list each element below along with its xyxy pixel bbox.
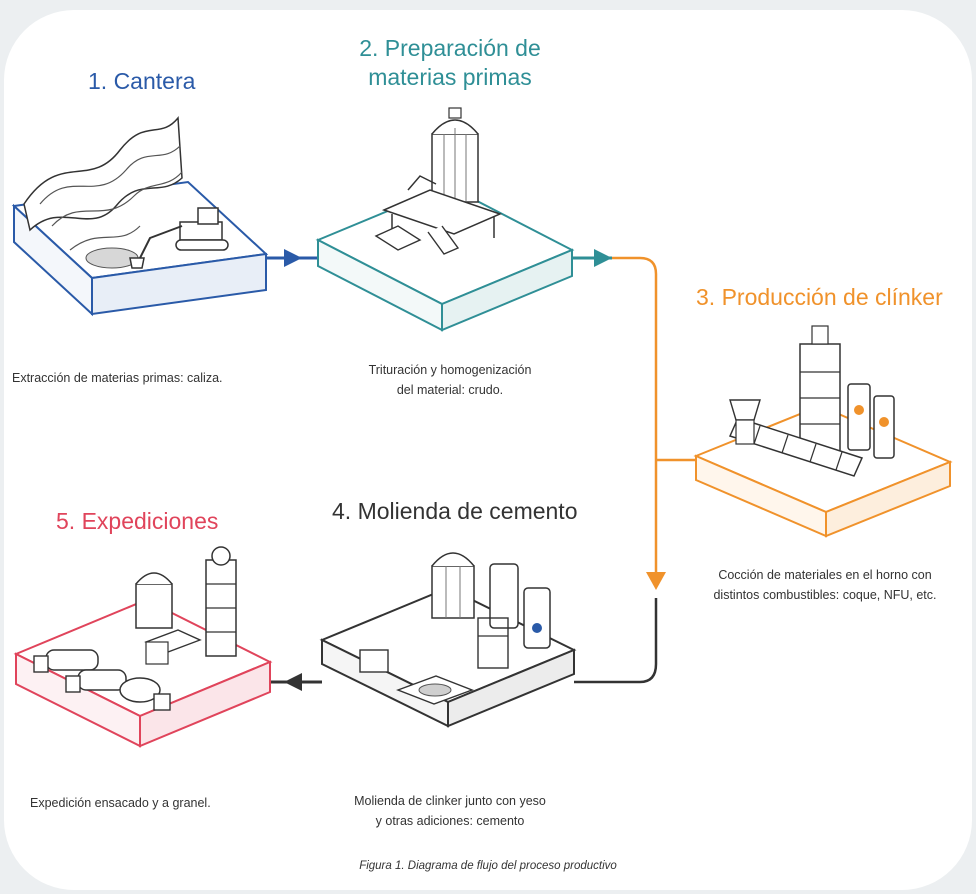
brand-logo-icon <box>879 417 889 427</box>
prep-illustration <box>315 107 575 332</box>
brand-logo-icon <box>532 623 542 633</box>
brand-logo-icon <box>854 405 864 415</box>
arrow-left-icon <box>284 673 302 691</box>
step2-title-line2: materias primas <box>368 64 532 90</box>
connector-prep-to-clinker <box>572 249 700 590</box>
connector-quarry-to-prep <box>265 249 318 267</box>
step3-description-line2: distintos combustibles: coque, NFU, etc. <box>713 588 937 602</box>
connector-grinding-to-shipping <box>262 673 322 691</box>
step4-description-line2: y otras adiciones: cemento <box>375 814 525 828</box>
step2-title-line1: 2. Preparación de <box>359 35 541 61</box>
arrow-right-icon <box>284 249 302 267</box>
step1-title: 1. Cantera <box>88 68 196 94</box>
grinding-illustration <box>319 552 577 728</box>
step3-description-line1: Cocción de materiales en el horno con <box>718 568 932 582</box>
step5-title: 5. Expediciones <box>56 508 219 534</box>
step2-description-line1: Trituración y homogenización <box>368 363 532 377</box>
shipping-illustration <box>13 546 273 748</box>
step4-title: 4. Molienda de cemento <box>332 498 578 524</box>
step2-description-line2: del material: crudo. <box>396 383 504 397</box>
clinker-illustration <box>693 325 953 538</box>
step1-description: Extracción de materias primas: caliza. <box>12 371 223 385</box>
step3-title: 3. Producción de clínker <box>696 284 943 310</box>
step5-description: Expedición ensacado y a granel. <box>30 796 211 810</box>
connector-clinker-to-grinding <box>574 598 658 684</box>
arrow-right-icon <box>594 249 612 267</box>
step4-description-line1: Molienda de clinker junto con yeso <box>354 794 546 808</box>
quarry-illustration <box>11 116 269 317</box>
figure-caption: Figura 1. Diagrama de flujo del proceso … <box>359 860 617 872</box>
arrow-down-icon <box>646 572 666 590</box>
